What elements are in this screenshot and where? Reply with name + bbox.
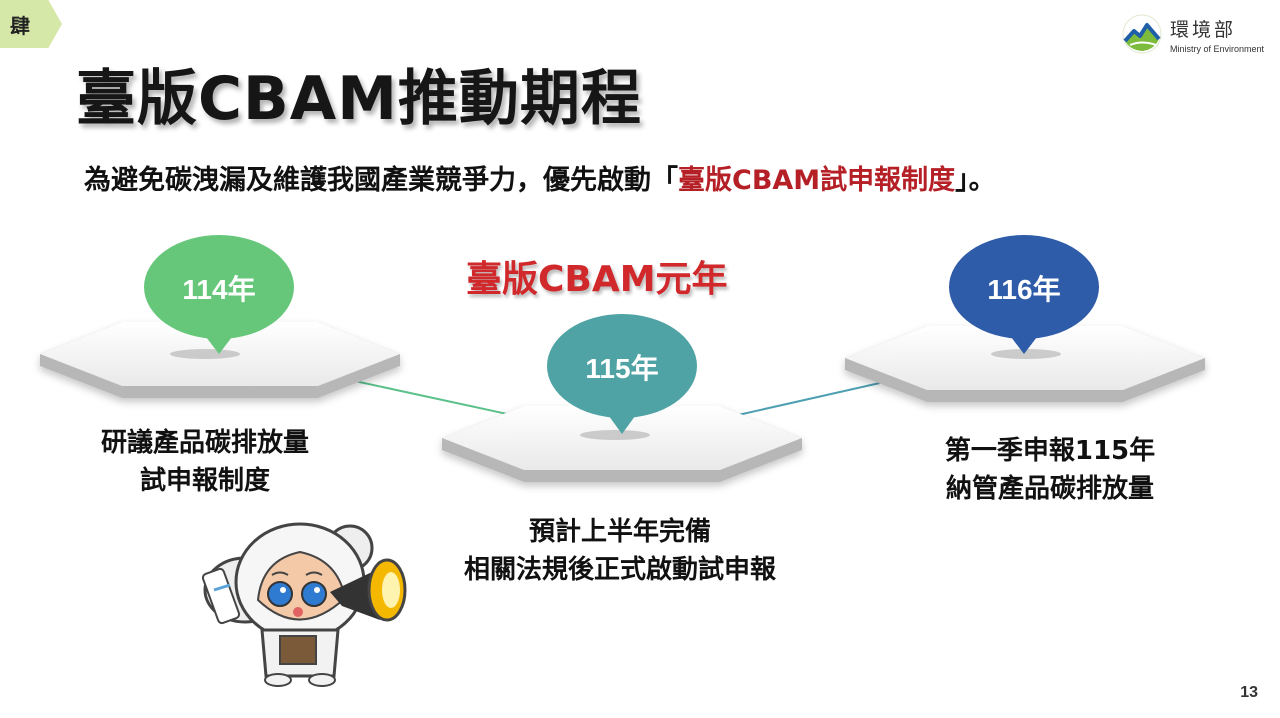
milestone-2-line-2: 相關法規後正式啟動試申報 [463,555,776,585]
mascot-illustration [201,522,407,687]
year-label-116: 116年 [987,274,1061,305]
year-pin-114 [144,235,294,354]
milestone-2-description: 預計上半年完備 相關法規後正式啟動試申報 [420,513,820,589]
page-number: 13 [1240,684,1258,701]
connector-line-1 [349,379,513,416]
milestone-1-description: 研議產品碳排放量 試申報制度 [40,424,370,500]
year-pin-115 [547,314,697,434]
center-title: 臺版CBAM元年 [466,259,728,300]
section-tab: 肆 [0,0,62,48]
intro-suffix: 」。 [955,165,996,196]
year-label-114: 114年 [182,274,256,305]
mountain-logo-icon [1122,14,1162,54]
ministry-logo: 環境部 Ministry of Environment [1122,14,1264,54]
intro-highlight: 臺版CBAM試申報制度 [678,165,956,196]
connector-line-2 [737,379,894,416]
milestone-3-description: 第一季申報115年 納管產品碳排放量 [880,432,1220,508]
platform-3 [845,326,1205,402]
intro-prefix: 為避免碳洩漏及維護我國產業競爭力，優先啟動「 [84,165,678,196]
intro-text: 為避免碳洩漏及維護我國產業競爭力，優先啟動「臺版CBAM試申報制度」。 [84,158,996,197]
logo-english-name: Ministry of Environment [1170,43,1265,54]
platform-1 [40,322,400,398]
milestone-3-line-1: 第一季申報115年 [944,436,1156,466]
section-tab-label: 肆 [10,13,30,38]
milestone-2-line-1: 預計上半年完備 [528,517,711,547]
milestone-1-line-2: 試申報制度 [139,466,270,496]
year-label-115: 115年 [585,353,659,384]
year-pin-116 [949,235,1099,354]
page-title: 臺版CBAM推動期程 [76,64,642,134]
milestone-3-line-2: 納管產品碳排放量 [945,474,1154,504]
milestone-1-line-1: 研議產品碳排放量 [100,428,309,458]
logo-chinese-name: 環境部 [1170,18,1237,41]
